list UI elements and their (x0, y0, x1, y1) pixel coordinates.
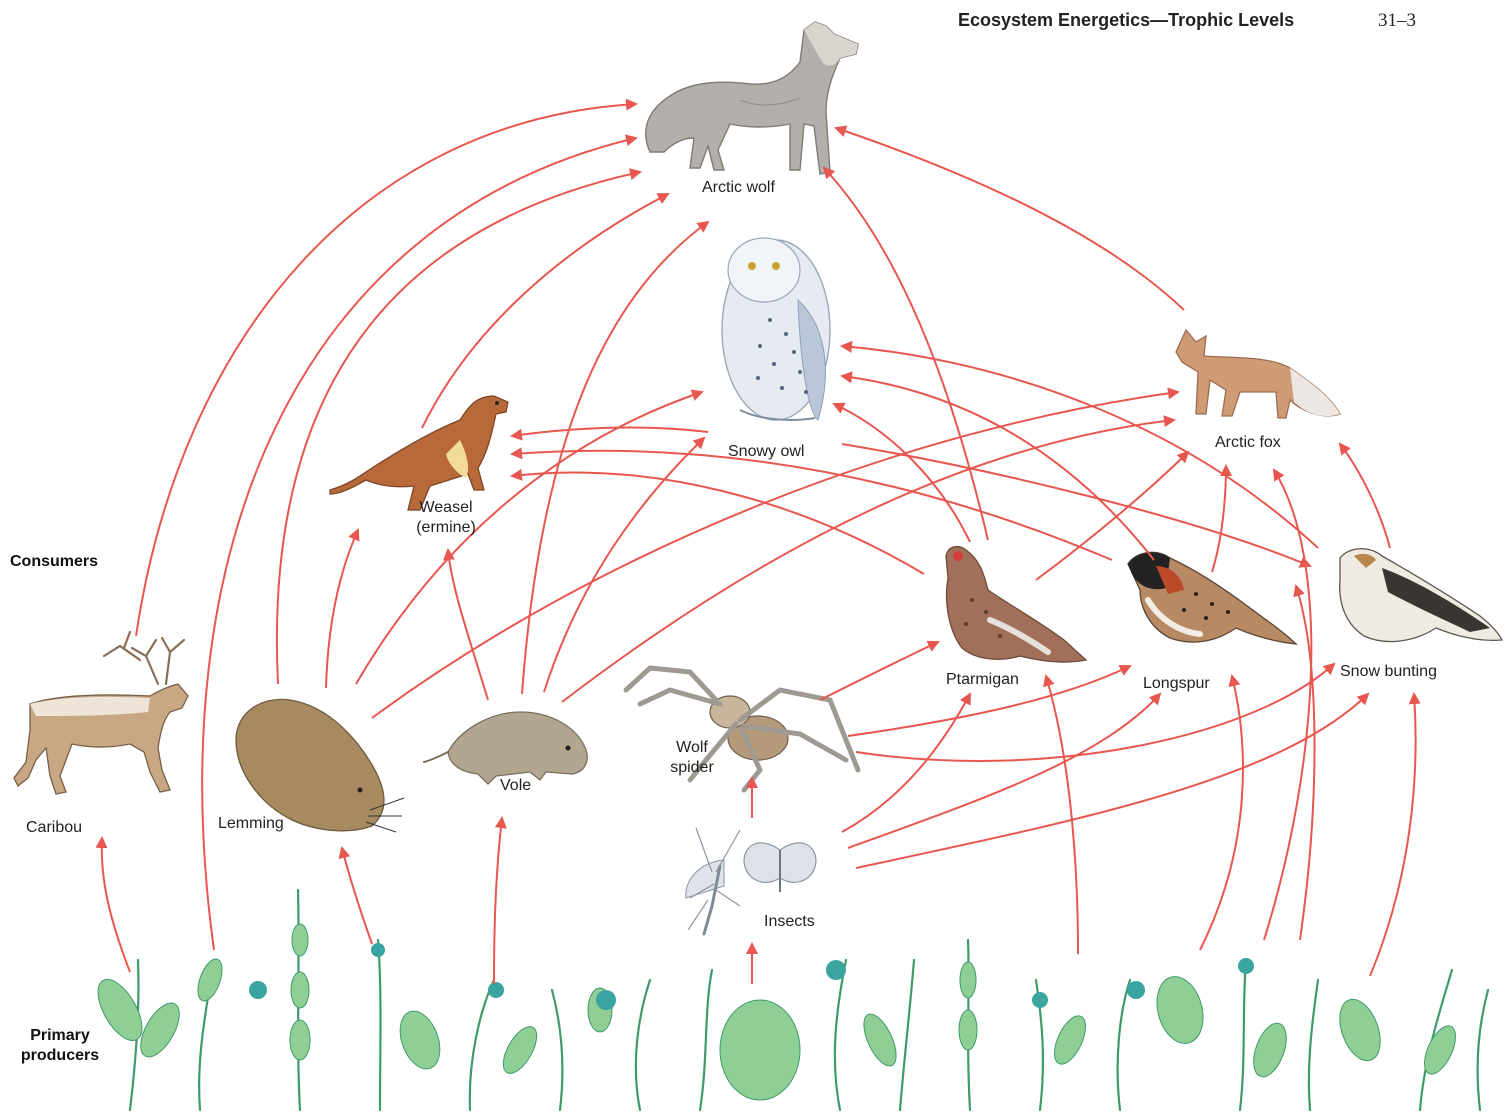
snow-bunting-icon (1340, 549, 1502, 642)
insects-label: Insects (764, 912, 815, 932)
arrow-spider-to-ptarmigan (820, 642, 938, 700)
caribou-icon (14, 632, 188, 794)
arrow-plants-to-longspur (1200, 676, 1243, 950)
arrow-plants-to-vole (494, 818, 502, 984)
arrow-vole-to-weasel (448, 550, 488, 700)
arrow-lemming-to-weasel (326, 530, 358, 688)
arrow-insects-to-bunting (856, 694, 1368, 868)
arrow-caribou-to-wolf (136, 104, 636, 636)
vole-icon (424, 712, 587, 784)
arctic-fox-label: Arctic fox (1215, 433, 1281, 453)
arctic-wolf-label: Arctic wolf (702, 178, 775, 198)
arrow-longspur-to-fox (1212, 466, 1226, 572)
arrow-longspur-to-weasel (512, 451, 1112, 560)
consumers-label: Consumers (10, 552, 98, 572)
page-header-title: Ecosystem Energetics—Trophic Levels (958, 10, 1294, 31)
weasel-label-line1: Weasel (402, 498, 490, 518)
arrow-ptarmigan-to-owl (834, 404, 970, 542)
arrow-plants-to-ptarmigan (1046, 676, 1078, 954)
arrow-plants-to-caribou (102, 838, 130, 972)
wolf-spider-label: Wolf spider (664, 738, 720, 778)
lemming-icon (236, 699, 404, 832)
primary-producers-line1: Primary (14, 1026, 106, 1046)
arrow-weasel-to-wolf (422, 194, 668, 428)
arrow-fox-to-wolf (836, 128, 1184, 310)
page-number: 31–3 (1378, 10, 1416, 32)
arctic-wolf-icon (646, 22, 858, 174)
wolf-spider-label-line2: spider (664, 758, 720, 778)
arrow-spider-to-bunting (856, 664, 1334, 761)
arrow-ptarmigan-to-weasel (512, 473, 924, 574)
arrow-owl-to-bunting-line (842, 444, 1310, 566)
arrow-vole-to-wolf (522, 222, 708, 694)
arrow-bunting-to-fox (1340, 444, 1390, 548)
snowy-owl-icon (722, 238, 830, 420)
weasel-label-line2: (ermine) (402, 518, 490, 538)
primary-producers-line2: producers (14, 1046, 106, 1066)
wolf-spider-icon (626, 668, 858, 790)
weasel-label: Weasel (ermine) (402, 498, 490, 538)
lemming-label: Lemming (218, 814, 284, 834)
caribou-label: Caribou (26, 818, 82, 838)
ptarmigan-icon (946, 547, 1086, 662)
arrow-plants-to-bunting (1370, 694, 1416, 976)
arrow-lemming-to-owl (356, 392, 702, 684)
longspur-icon (1128, 552, 1296, 644)
arrow-plants-to-lemming (342, 848, 372, 944)
primary-producers-label: Primary producers (14, 1026, 106, 1066)
arctic-fox-icon (1176, 330, 1340, 418)
wolf-spider-label-line1: Wolf (664, 738, 720, 758)
weasel-icon (330, 396, 508, 510)
longspur-label: Longspur (1143, 674, 1210, 694)
ptarmigan-label: Ptarmigan (946, 670, 1019, 690)
vole-label: Vole (500, 776, 531, 796)
snow-bunting-label: Snow bunting (1340, 662, 1437, 682)
snowy-owl-label: Snowy owl (728, 442, 804, 462)
arrow-insects-to-longspur (848, 694, 1160, 848)
